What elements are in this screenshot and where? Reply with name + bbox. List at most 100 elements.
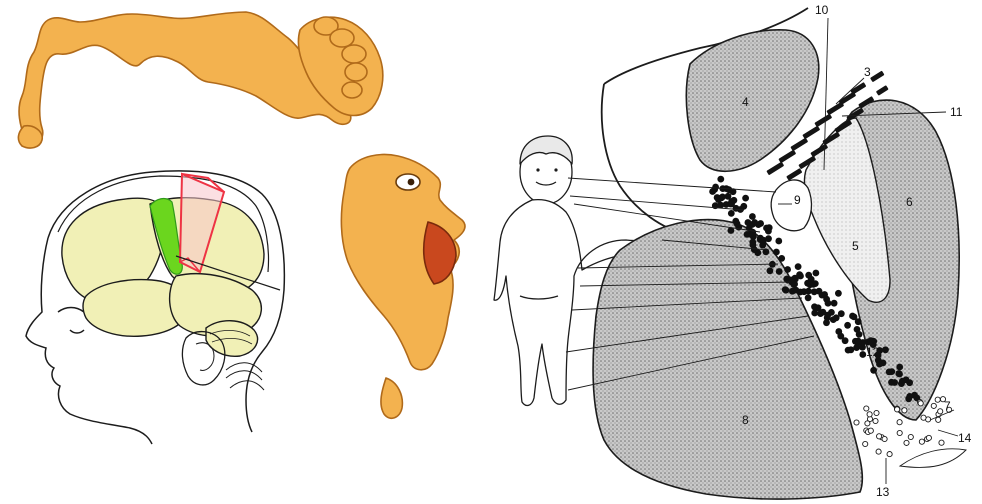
- callout-11: 11: [950, 105, 963, 119]
- brain-homunculus-illustration: [18, 12, 465, 444]
- callout-9: 9: [794, 193, 801, 207]
- open-circle-mark: [926, 435, 931, 440]
- open-circle-mark: [854, 420, 859, 425]
- open-circle-mark: [887, 452, 892, 457]
- dot-mark: [867, 337, 874, 344]
- callout-7: 7: [944, 399, 951, 413]
- open-circle-mark: [904, 440, 909, 445]
- callout-12: 12: [866, 345, 880, 359]
- open-circle-mark: [867, 412, 872, 417]
- dot-mark: [767, 267, 774, 274]
- open-circle-mark: [895, 407, 900, 412]
- open-circle-mark: [877, 434, 882, 439]
- open-circle-mark: [918, 401, 923, 406]
- open-circle-mark: [897, 420, 902, 425]
- dot-mark: [825, 300, 832, 307]
- dot-mark: [776, 268, 783, 275]
- dot-mark: [855, 338, 862, 345]
- open-circle-mark: [864, 406, 869, 411]
- dot-mark: [855, 318, 862, 325]
- open-circle-mark: [897, 430, 902, 435]
- dot-mark: [849, 313, 856, 320]
- dot-mark: [835, 290, 842, 297]
- dot-mark: [882, 346, 889, 353]
- dot-mark: [712, 184, 719, 191]
- open-circle-mark: [938, 409, 943, 414]
- dot-mark: [775, 238, 782, 245]
- dot-mark: [906, 393, 913, 400]
- dot-mark: [778, 255, 785, 262]
- dot-mark: [773, 249, 780, 256]
- dot-mark: [755, 221, 762, 228]
- open-circle-mark: [873, 418, 878, 423]
- region-8: [593, 220, 862, 499]
- dot-mark: [795, 263, 802, 270]
- dot-mark: [749, 213, 756, 220]
- open-circle-mark: [874, 410, 879, 415]
- dot-mark: [732, 218, 739, 225]
- dot-mark: [828, 309, 835, 316]
- neck-lines: [226, 363, 264, 390]
- dot-mark: [751, 246, 758, 253]
- dot-mark: [820, 309, 827, 316]
- dot-mark: [805, 272, 812, 279]
- callout-6: 6: [906, 195, 913, 209]
- dot-mark: [856, 331, 863, 338]
- dot-mark: [765, 235, 772, 242]
- open-circle-mark: [865, 421, 870, 426]
- dot-mark: [728, 210, 735, 217]
- open-circle-mark: [876, 449, 881, 454]
- open-circle-mark: [921, 415, 926, 420]
- open-circle-mark: [935, 397, 940, 402]
- open-circle-mark: [931, 403, 936, 408]
- open-circle-mark: [902, 408, 907, 413]
- dot-mark: [749, 229, 756, 236]
- open-circle-mark: [936, 417, 941, 422]
- dot-mark: [782, 286, 789, 293]
- open-circle-mark: [919, 439, 924, 444]
- dot-mark: [717, 176, 724, 183]
- dot-mark: [816, 288, 823, 295]
- dot-mark: [870, 367, 877, 374]
- dot-mark: [813, 270, 820, 277]
- region-9: [771, 180, 811, 231]
- callout-13: 13: [876, 485, 890, 499]
- dot-mark: [838, 310, 845, 317]
- open-circle-mark: [863, 441, 868, 446]
- dot-mark: [842, 337, 849, 344]
- somatotopic-nucleus-diagram: 10 3 4 11 9 6 5 12 8 7 14 13: [494, 3, 972, 499]
- callout-8: 8: [742, 413, 749, 427]
- open-circle-mark: [868, 428, 873, 433]
- dot-mark: [804, 280, 811, 287]
- dot-mark: [844, 322, 851, 329]
- dot-mark: [793, 287, 800, 294]
- callout-3: 3: [864, 65, 871, 79]
- region-4: [686, 30, 818, 171]
- callout-14: 14: [958, 431, 972, 445]
- dot-mark: [805, 294, 812, 301]
- dot-mark: [859, 344, 866, 351]
- dot-mark: [899, 378, 906, 385]
- dot-mark: [742, 195, 749, 202]
- dot-mark: [896, 371, 903, 378]
- open-circle-mark: [939, 440, 944, 445]
- homunculus-tongue: [381, 378, 402, 418]
- dot-mark: [805, 288, 812, 295]
- dot-mark: [896, 364, 903, 371]
- dot-mark: [765, 228, 772, 235]
- dot-mark: [715, 196, 722, 203]
- dot-mark: [830, 316, 837, 323]
- dot-mark: [731, 197, 738, 204]
- open-circle-mark: [882, 436, 887, 441]
- open-circle-mark: [908, 434, 913, 439]
- dot-mark: [831, 300, 838, 307]
- dot-mark: [745, 219, 752, 226]
- callout-10: 10: [815, 3, 829, 17]
- dot-mark: [888, 368, 895, 375]
- callout-4: 4: [742, 95, 749, 109]
- dot-mark: [876, 361, 883, 368]
- dot-mark: [784, 266, 791, 273]
- callout-5: 5: [852, 239, 859, 253]
- dot-mark: [891, 379, 898, 386]
